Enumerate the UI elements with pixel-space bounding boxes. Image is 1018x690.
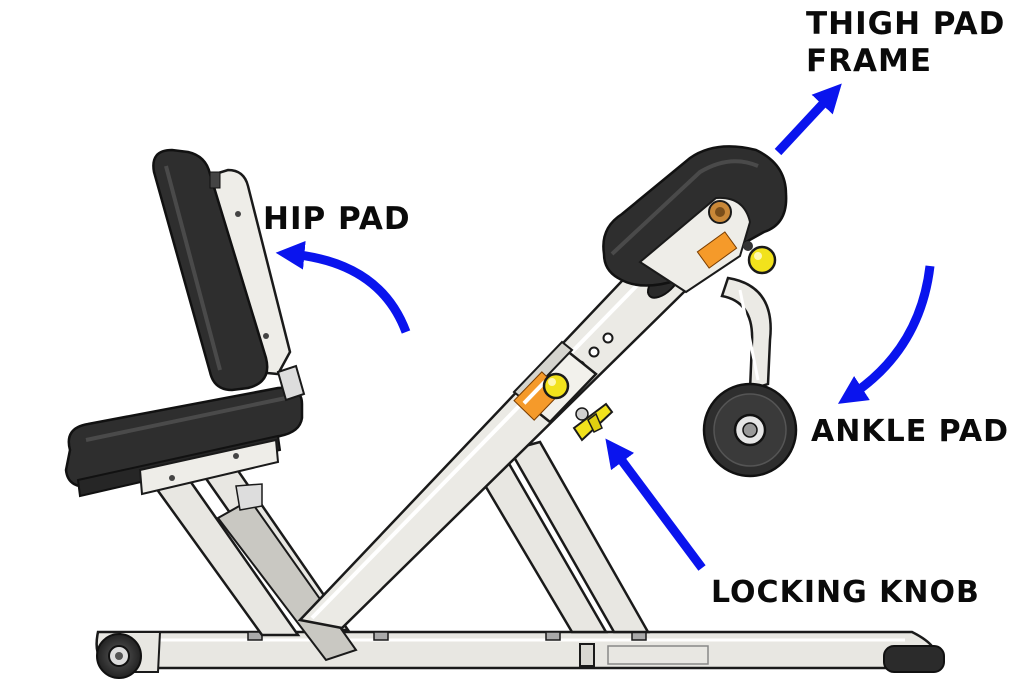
seat-pad xyxy=(64,386,304,498)
ankle-pad-arrow xyxy=(837,265,935,404)
base-rail xyxy=(95,630,945,673)
locking-knob-arrow xyxy=(605,438,706,571)
thigh-pad-frame-label-line-2: FRAME xyxy=(806,43,933,79)
hip-pad-arrow xyxy=(275,240,411,334)
seat-support-frame xyxy=(153,460,358,662)
thigh-pad-frame-label: THIGH PAD FRAME xyxy=(806,6,1005,80)
transport-wheel xyxy=(96,631,162,679)
thigh-pad-arrow xyxy=(774,83,842,156)
locking-knob xyxy=(572,402,614,442)
ankle-pad xyxy=(702,382,798,478)
main-incline-tube xyxy=(297,260,689,630)
movement-arrows xyxy=(275,83,935,571)
ankle-pad-label: ANKLE PAD xyxy=(811,414,1009,449)
hip-pad-label: HIP PAD xyxy=(263,201,411,237)
thigh-pad-frame-label-line-1: THIGH PAD xyxy=(806,6,1006,42)
locking-knob-label: LOCKING KNOB xyxy=(711,575,980,610)
hip-pad xyxy=(152,148,306,402)
thigh-pad-frame xyxy=(602,145,788,294)
ankle-pad-arm xyxy=(720,276,772,392)
